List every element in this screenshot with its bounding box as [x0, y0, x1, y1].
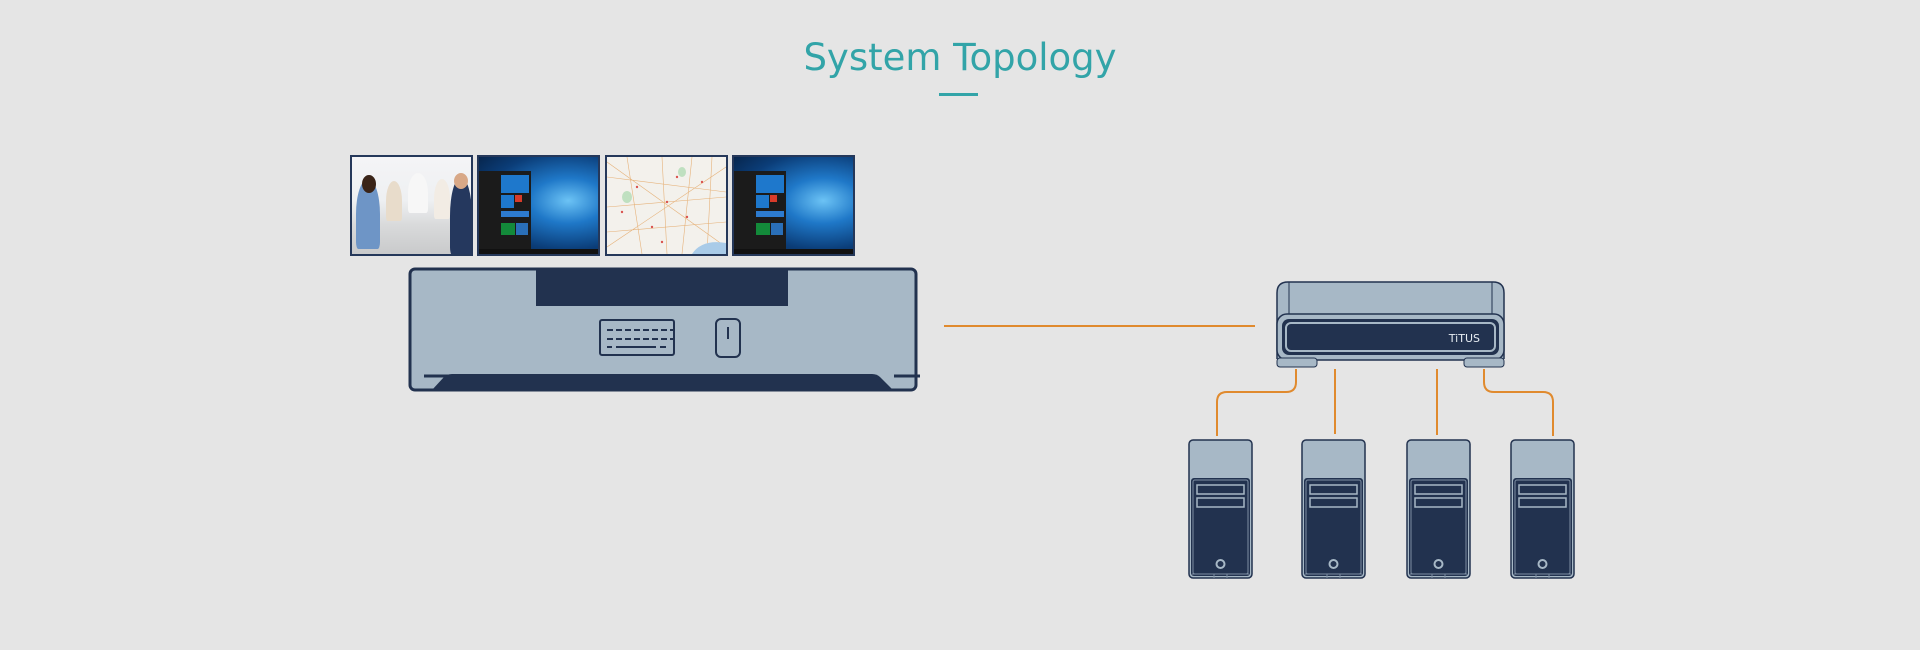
mouse-icon — [715, 318, 741, 358]
taskbar — [479, 249, 598, 254]
network-cable — [1483, 369, 1554, 436]
person-figure — [408, 173, 428, 213]
display-screen-meeting-photo — [350, 155, 473, 256]
display-screen-map — [605, 155, 728, 256]
server-tower — [1188, 439, 1253, 579]
network-switch — [1276, 281, 1505, 368]
display-screen-windows-desktop — [477, 155, 600, 256]
switch-brand-label: TiTUS — [1448, 332, 1480, 345]
server-tower — [1510, 439, 1575, 579]
network-cable — [1216, 369, 1297, 436]
title-underline — [939, 93, 978, 96]
keyboard-icon — [599, 319, 675, 356]
person-head — [362, 175, 376, 193]
start-menu — [479, 171, 531, 251]
server-tower — [1406, 439, 1471, 579]
display-screen-windows-desktop — [732, 155, 855, 256]
page-title: System Topology — [803, 36, 1117, 79]
taskbar — [734, 249, 853, 254]
person-head — [454, 173, 468, 189]
map-roads — [607, 157, 726, 254]
person-figure — [386, 181, 402, 221]
person-figure — [450, 177, 471, 254]
start-menu — [734, 171, 786, 251]
video-wall-controller — [408, 267, 920, 392]
person-figure — [434, 179, 450, 219]
server-tower — [1301, 439, 1366, 579]
